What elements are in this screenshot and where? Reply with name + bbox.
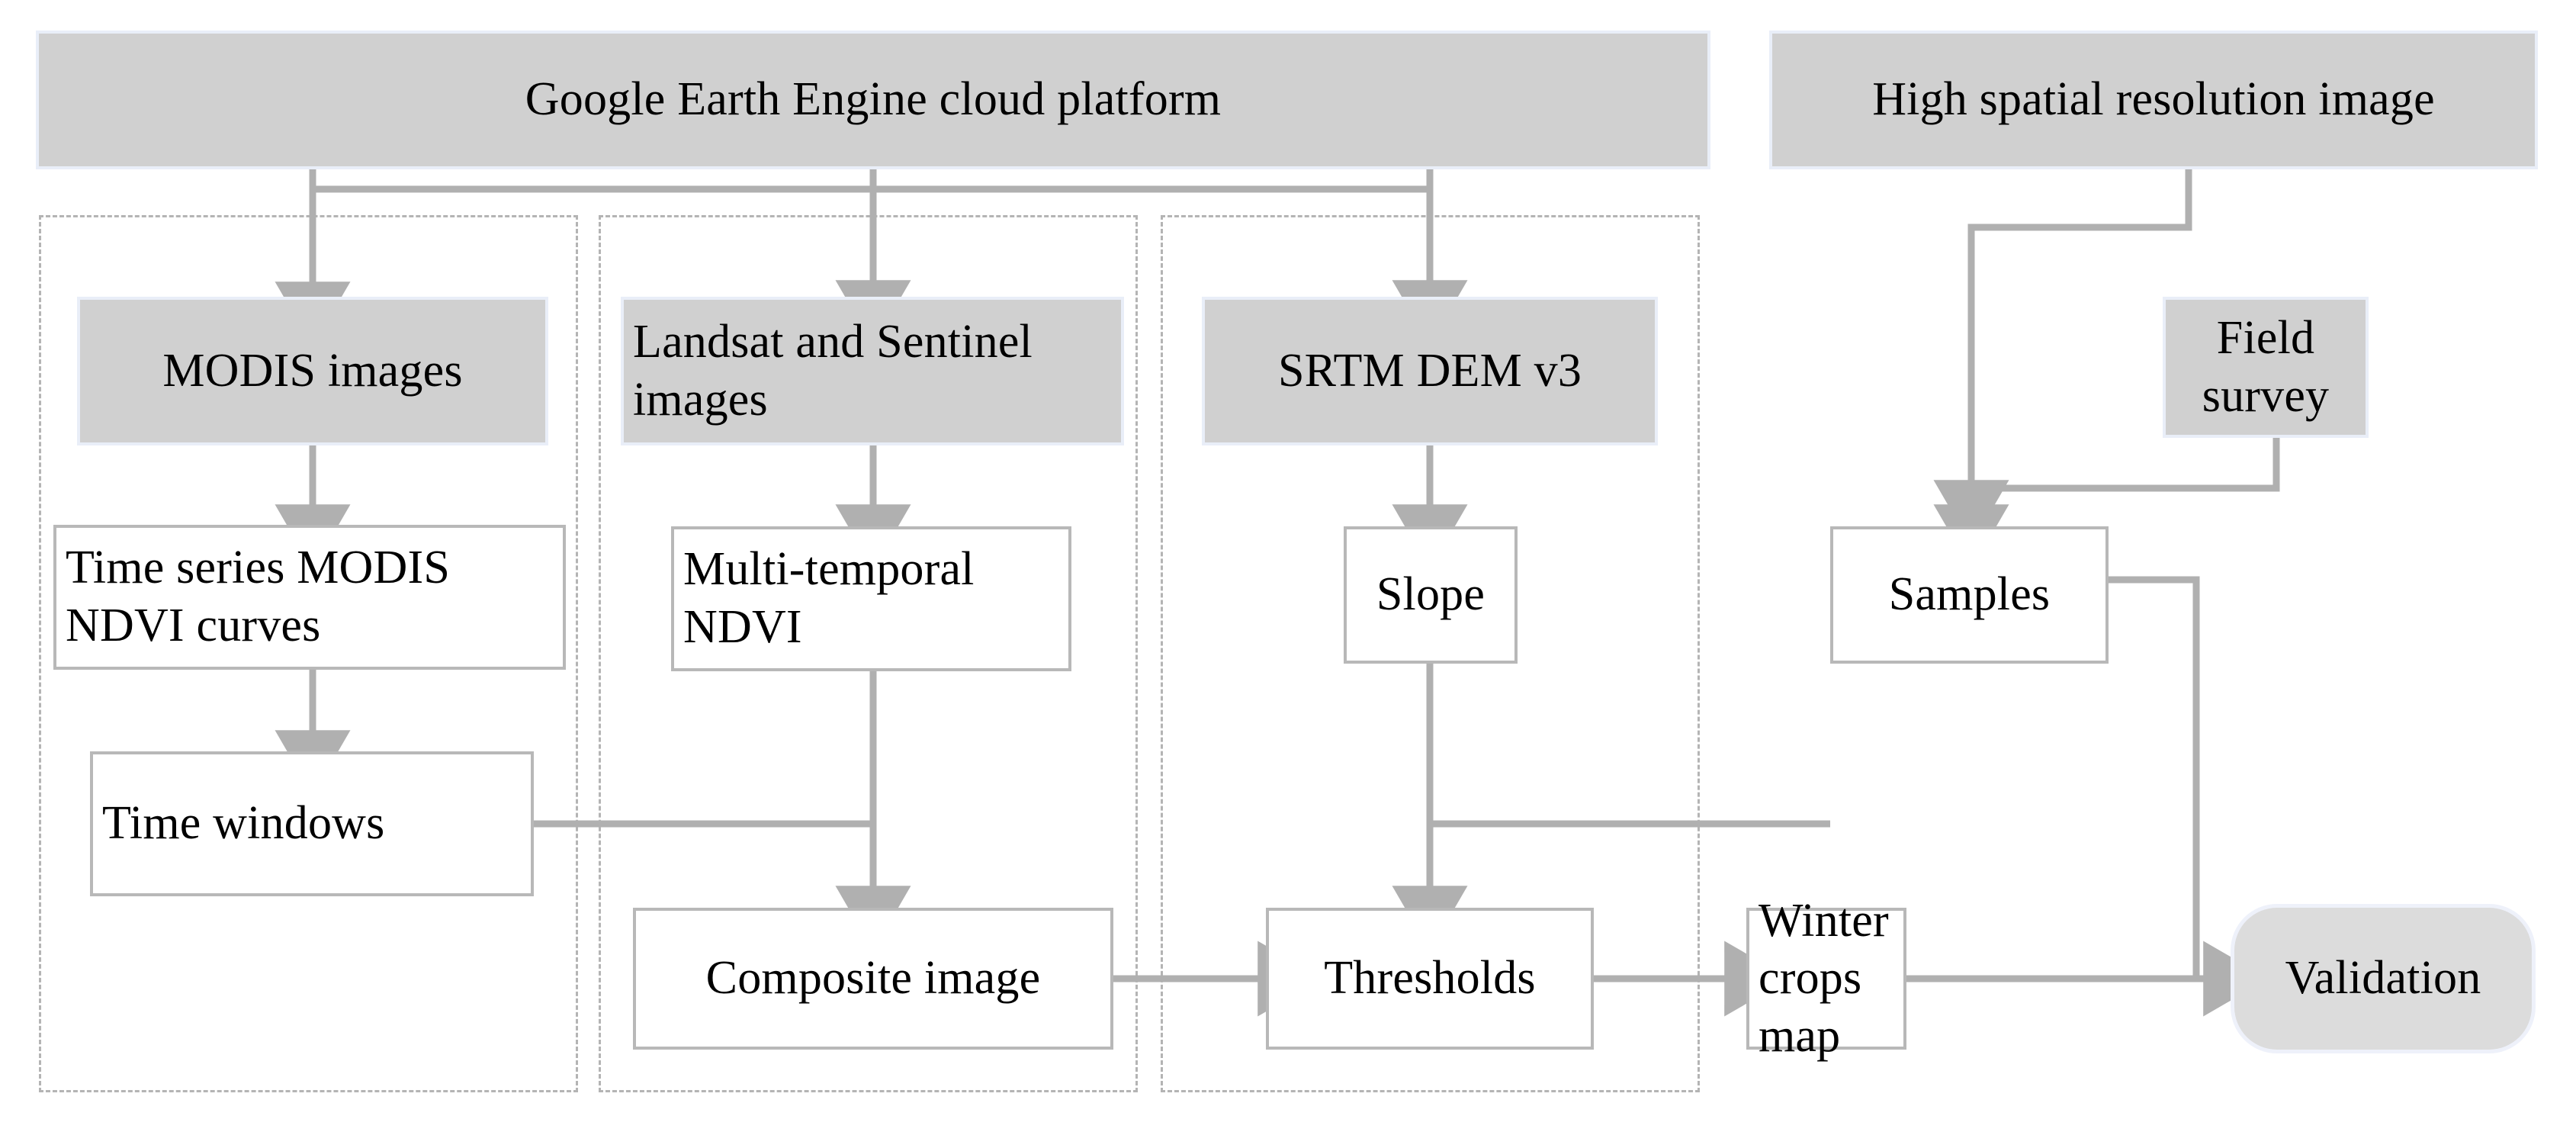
node-landsat-sentinel-images-label: Landsat and Sentinel images: [633, 315, 1033, 426]
node-srtm-dem-label: SRTM DEM v3: [1277, 344, 1582, 397]
node-time-windows-label: Time windows: [102, 797, 385, 850]
node-modis-images-label: MODIS images: [162, 344, 463, 397]
node-gee-platform[interactable]: Google Earth Engine cloud platform: [39, 34, 1707, 166]
node-high-res-image-label: High spatial resolution image: [1872, 73, 2435, 126]
node-srtm-dem[interactable]: SRTM DEM v3: [1205, 300, 1655, 442]
node-winter-crops-map[interactable]: Winter crops map: [1746, 895, 1906, 1062]
node-composite-image[interactable]: Composite image: [633, 908, 1113, 1050]
node-landsat-sentinel-images[interactable]: Landsat and Sentinel images: [624, 300, 1121, 442]
node-field-survey[interactable]: Field survey: [2166, 300, 2366, 435]
node-time-series-modis-ndvi[interactable]: Time series MODIS NDVI curves: [53, 525, 566, 670]
node-time-series-modis-ndvi-label: Time series MODIS NDVI curves: [66, 542, 451, 651]
node-winter-crops-map-label: Winter crops map: [1759, 894, 1889, 1062]
group-frame-landsat: [599, 215, 1138, 1092]
node-thresholds-label: Thresholds: [1324, 952, 1536, 1005]
node-validation[interactable]: Validation: [2234, 908, 2532, 1050]
node-high-res-image[interactable]: High spatial resolution image: [1772, 34, 2535, 166]
node-modis-images[interactable]: MODIS images: [80, 300, 545, 442]
node-validation-label: Validation: [2285, 952, 2481, 1005]
node-slope[interactable]: Slope: [1344, 526, 1518, 664]
node-slope-label: Slope: [1376, 568, 1486, 621]
group-frame-modis: [39, 215, 578, 1092]
node-field-survey-label: Field survey: [2202, 311, 2330, 422]
node-time-windows[interactable]: Time windows: [90, 751, 534, 896]
node-thresholds[interactable]: Thresholds: [1266, 908, 1594, 1050]
node-samples[interactable]: Samples: [1830, 526, 2109, 664]
node-samples-label: Samples: [1888, 568, 2051, 621]
node-gee-platform-label: Google Earth Engine cloud platform: [525, 73, 1222, 126]
node-composite-image-label: Composite image: [705, 952, 1041, 1005]
node-multi-temporal-ndvi[interactable]: Multi-temporal NDVI: [671, 526, 1071, 671]
node-multi-temporal-ndvi-label: Multi-temporal NDVI: [683, 543, 975, 653]
